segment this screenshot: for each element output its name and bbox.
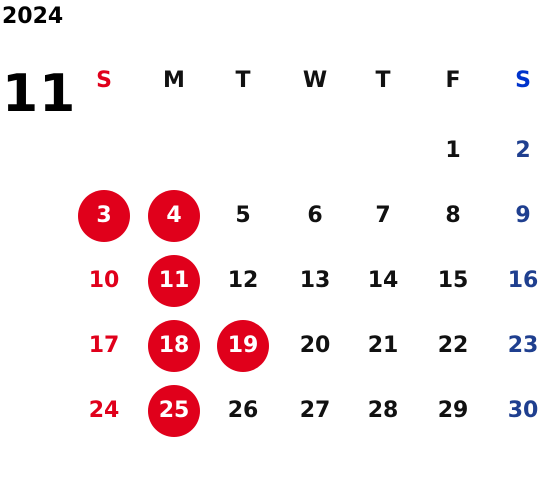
day-cell-8[interactable]: 8 (445, 203, 461, 228)
day-cell-12[interactable]: 12 (227, 268, 259, 293)
day-cell-16[interactable]: 16 (507, 268, 539, 293)
day-cell-1[interactable]: 1 (445, 138, 461, 163)
day-cell-21[interactable]: 21 (367, 333, 399, 358)
holiday-marker (148, 190, 200, 242)
day-cell-22[interactable]: 22 (437, 333, 469, 358)
day-cell-27[interactable]: 27 (299, 398, 331, 423)
holiday-marker (217, 320, 269, 372)
day-cell-26[interactable]: 26 (227, 398, 259, 423)
day-cell-5[interactable]: 5 (235, 203, 251, 228)
day-cell-25[interactable]: 25 (158, 398, 190, 423)
day-cell-4[interactable]: 4 (166, 203, 182, 228)
day-cell-10[interactable]: 10 (88, 268, 120, 293)
weekday-header-sat: S (515, 68, 531, 93)
day-cell-20[interactable]: 20 (299, 333, 331, 358)
weekday-header-fri: F (445, 68, 461, 93)
weekday-header-wed: W (302, 68, 328, 93)
day-cell-2[interactable]: 2 (515, 138, 531, 163)
day-cell-28[interactable]: 28 (367, 398, 399, 423)
day-cell-7[interactable]: 7 (375, 203, 391, 228)
day-cell-19[interactable]: 19 (227, 333, 259, 358)
day-cell-30[interactable]: 30 (507, 398, 539, 423)
day-cell-17[interactable]: 17 (88, 333, 120, 358)
day-cell-13[interactable]: 13 (299, 268, 331, 293)
day-cell-9[interactable]: 9 (515, 203, 531, 228)
day-cell-14[interactable]: 14 (367, 268, 399, 293)
weekday-header-mon: M (163, 68, 185, 93)
day-cell-11[interactable]: 11 (158, 268, 190, 293)
day-cell-18[interactable]: 18 (158, 333, 190, 358)
weekday-header-tue: T (235, 68, 251, 93)
day-cell-23[interactable]: 23 (507, 333, 539, 358)
holiday-marker (148, 255, 200, 307)
holiday-marker (78, 190, 130, 242)
holiday-marker (148, 320, 200, 372)
year-label: 2024 (2, 4, 64, 29)
day-cell-3[interactable]: 3 (96, 203, 112, 228)
month-number: 11 (2, 64, 77, 124)
day-cell-6[interactable]: 6 (307, 203, 323, 228)
day-cell-24[interactable]: 24 (88, 398, 120, 423)
weekday-header-sun: S (96, 68, 112, 93)
weekday-header-thu: T (375, 68, 391, 93)
day-cell-29[interactable]: 29 (437, 398, 469, 423)
day-cell-15[interactable]: 15 (437, 268, 469, 293)
holiday-marker (148, 385, 200, 437)
